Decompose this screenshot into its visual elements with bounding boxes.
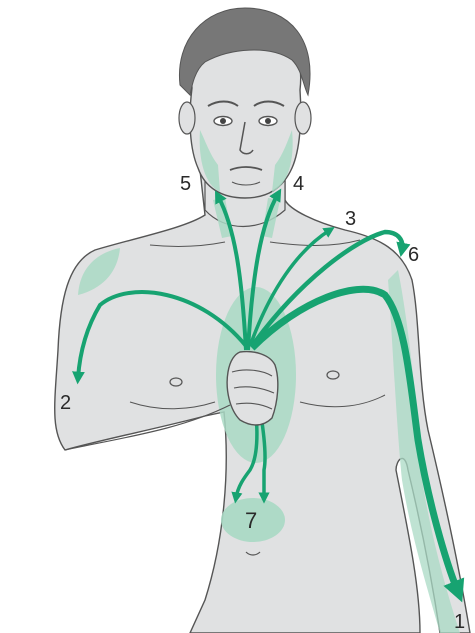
- label-2: 2: [60, 392, 71, 414]
- label-7: 7: [245, 508, 257, 533]
- label-4: 4: [293, 173, 304, 195]
- right-pupil: [265, 118, 271, 124]
- left-pupil: [220, 118, 226, 124]
- right-ear: [295, 102, 311, 134]
- label-1: 1: [454, 611, 465, 633]
- label-3: 3: [345, 208, 356, 230]
- label-6: 6: [408, 244, 419, 266]
- left-ear: [179, 102, 195, 134]
- label-5: 5: [180, 173, 191, 195]
